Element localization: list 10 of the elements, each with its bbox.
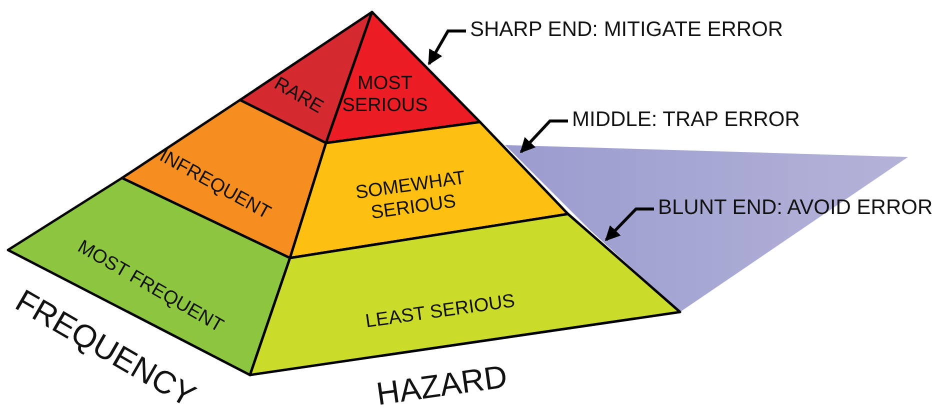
level-label: LEAST SERIOUS (364, 290, 516, 334)
level-label: MOST SERIOUS (341, 73, 429, 117)
level-label: SOMEWHAT SERIOUS (353, 166, 468, 226)
callout-text: BLUNT END: AVOID ERROR (658, 196, 933, 220)
leader-arrow (428, 30, 466, 66)
leader-arrow (520, 120, 568, 154)
leader-arrow (604, 208, 654, 242)
callout-text: MIDDLE: TRAP ERROR (572, 108, 800, 132)
callout-text: SHARP END: MITIGATE ERROR (470, 18, 784, 42)
axis-label: HAZARD (374, 358, 510, 412)
